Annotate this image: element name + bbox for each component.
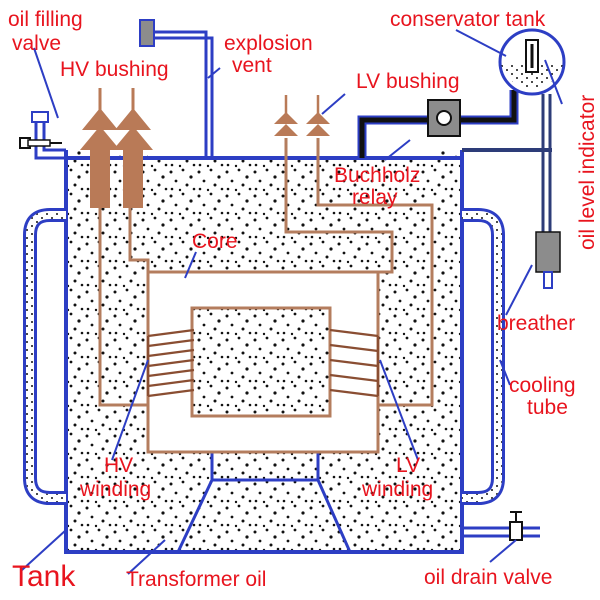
label-cooling-tube-2: tube xyxy=(527,396,568,419)
label-core: Core xyxy=(192,230,238,253)
label-explosion-vent-2: vent xyxy=(232,54,272,77)
core-support xyxy=(176,453,352,553)
cooling-tube-left xyxy=(23,208,66,505)
label-pointers xyxy=(21,29,563,575)
lv-leads xyxy=(284,138,434,407)
label-tank: Tank xyxy=(12,560,76,593)
oil-filling-valve xyxy=(19,111,66,160)
lv-winding xyxy=(329,328,380,398)
label-lv-winding: LV xyxy=(396,454,420,477)
breather xyxy=(535,231,561,289)
label-lv-winding-2: winding xyxy=(361,478,433,501)
label-hv-bushing: HV bushing xyxy=(60,58,169,81)
cooling-tube-right xyxy=(462,208,505,505)
label-breather: breather xyxy=(497,312,575,335)
label-conservator-tank: conservator tank xyxy=(390,8,546,31)
label-oil-filling-valve: oil filling xyxy=(8,8,83,31)
label-oil-drain-valve: oil drain valve xyxy=(424,566,552,589)
lv-bushings xyxy=(274,95,330,136)
label-buchholz-relay: Buchholz xyxy=(334,164,420,187)
label-hv-winding: HV xyxy=(104,454,133,477)
label-hv-winding-2: winding xyxy=(79,478,151,501)
label-buchholz-relay-2: relay xyxy=(352,186,398,209)
explosion-vent xyxy=(139,19,214,158)
label-explosion-vent: explosion xyxy=(224,32,313,55)
label-cooling-tube: cooling xyxy=(509,374,576,397)
buchholz-relay xyxy=(427,99,461,137)
conservator-tank xyxy=(498,28,566,96)
label-lv-bushing: LV bushing xyxy=(356,70,460,93)
conservator-support xyxy=(462,94,552,232)
label-oil-level-indicator: oil level indicator xyxy=(576,95,599,250)
labels: oil filling valve HV bushing explosion v… xyxy=(8,8,599,593)
hv-winding xyxy=(146,328,195,398)
hv-bushings xyxy=(80,88,153,208)
oil-drain-valve xyxy=(462,511,540,541)
conservator-pipe xyxy=(357,90,519,158)
label-transformer-oil: Transformer oil xyxy=(126,568,266,591)
label-oil-filling-valve-2: valve xyxy=(12,32,61,55)
